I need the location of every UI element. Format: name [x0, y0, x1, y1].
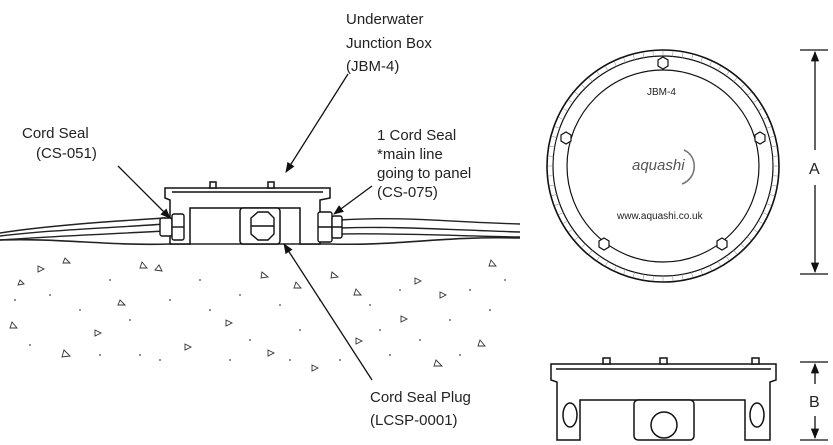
- dimension-b-label: B: [809, 394, 820, 411]
- leader-cord-seal-plug: [283, 243, 373, 381]
- rim-knurl-line: [623, 57, 626, 63]
- rim-knurl-line: [740, 84, 745, 89]
- leader-junction-box: [285, 73, 349, 173]
- rim-knurl-line: [725, 71, 730, 77]
- cord-seal-plug-shape: [250, 211, 275, 241]
- rim-knurl-line: [691, 272, 694, 278]
- rim-knurl-line: [752, 99, 758, 104]
- rim-knurl-line: [605, 261, 609, 266]
- rim-knurl-line: [766, 203, 772, 206]
- rim-knurl-line: [700, 269, 703, 275]
- label-cord-seal-right: 1 Cord Seal *main line going to panel (C…: [377, 127, 475, 201]
- label-cord-seal-left: Cord Seal (CS-051): [22, 125, 97, 162]
- rim-knurl-line: [614, 61, 617, 67]
- side-view: [550, 357, 777, 441]
- rim-knurl-line: [551, 135, 557, 138]
- rim-knurl-line: [740, 243, 745, 248]
- concrete-aggregate: [9, 257, 497, 372]
- rim-knurl-line: [717, 261, 721, 266]
- label-junction-box: Underwater Junction Box (JBM-4): [346, 11, 436, 75]
- junction-box-side: [164, 181, 331, 245]
- rim-knurl-line: [568, 99, 574, 104]
- rim-knurl-line: [623, 269, 626, 275]
- rim-knurl-line: [549, 145, 555, 148]
- rim-knurl-line: [581, 243, 586, 248]
- rim-knurl-line: [596, 255, 601, 261]
- rim-knurl-line: [588, 250, 593, 255]
- rim-knurl-line: [700, 57, 703, 63]
- rim-knurl-line: [558, 117, 564, 120]
- rim-knurl-line: [551, 194, 557, 197]
- rim-knurl-line: [563, 220, 568, 224]
- rim-knurl-line: [614, 265, 617, 271]
- rim-knurl-line: [632, 54, 635, 60]
- rim-knurl-line: [558, 212, 564, 215]
- top-view-model: JBM-4: [647, 87, 676, 98]
- rim-knurl-line: [733, 250, 738, 255]
- rim-knurl-line: [758, 108, 763, 112]
- rim-knurl-line: [574, 236, 579, 241]
- rim-knurl-line: [752, 228, 758, 233]
- top-view-website: www.aquashi.co.uk: [616, 211, 704, 222]
- rim-knurl-line: [632, 272, 635, 278]
- rim-knurl-line: [605, 66, 609, 71]
- leader-cord-seal-right: [333, 185, 373, 215]
- rim-knurl-line: [642, 52, 645, 58]
- rim-knurl-line: [766, 126, 772, 129]
- side-section-view: Underwater Junction Box (JBM-4) Cord Sea…: [0, 11, 521, 429]
- rim-knurl-line: [681, 274, 684, 280]
- rim-knurl-line: [771, 184, 777, 187]
- lid-screws: [560, 56, 766, 251]
- brand-logo-swoosh: [681, 149, 696, 185]
- rim-knurl-line: [762, 212, 768, 215]
- rim-knurl-line: [747, 91, 752, 96]
- rim-knurl-line: [725, 255, 730, 261]
- rim-knurl-line: [588, 77, 593, 82]
- rim-knurl-line: [769, 135, 775, 138]
- rim-knurl-line: [554, 203, 560, 206]
- dimension-a-label: A: [809, 161, 820, 178]
- dimension-a: [800, 49, 828, 275]
- cord-seal-right-shape: [317, 211, 343, 243]
- rim-knurl-line: [568, 228, 574, 233]
- rim-knurl-line: [563, 108, 568, 112]
- rim-knurl-line: [554, 126, 560, 129]
- rim-knurl-line: [733, 77, 738, 82]
- rim-knurl-line: [717, 66, 721, 71]
- rim-knurl-line: [642, 274, 645, 280]
- top-view-lid: [566, 69, 760, 263]
- label-cord-seal-plug: Cord Seal Plug (LCSP-0001): [370, 389, 475, 429]
- rim-knurl-line: [709, 265, 712, 271]
- rim-knurl-line: [771, 145, 777, 148]
- concrete-specks: [14, 279, 506, 361]
- rim-knurl-line: [691, 54, 694, 60]
- rim-knurl-line: [769, 194, 775, 197]
- rim-knurl-line: [581, 84, 586, 89]
- rim-knurl-line: [747, 236, 752, 241]
- rim-knurl-line: [758, 220, 763, 224]
- brand-logo-text: aquashi: [632, 157, 685, 174]
- leader-cord-seal-left: [117, 165, 171, 219]
- rim-knurl-line: [681, 52, 684, 58]
- dimension-b: [800, 361, 828, 441]
- rim-knurl-line: [762, 117, 768, 120]
- rim-knurl-line: [596, 71, 601, 77]
- rim-knurl-line: [549, 184, 555, 187]
- top-view-outer-rim: [546, 49, 780, 283]
- top-view: JBM-4 aquashi www.aquashi.co.uk: [546, 49, 780, 283]
- cable-right: [339, 217, 521, 238]
- cable-left: [0, 217, 166, 241]
- rim-knurl-line: [574, 91, 579, 96]
- cord-seal-left-shape: [159, 213, 185, 241]
- rim-knurl-line: [709, 61, 712, 67]
- rim-knurl: [548, 51, 778, 281]
